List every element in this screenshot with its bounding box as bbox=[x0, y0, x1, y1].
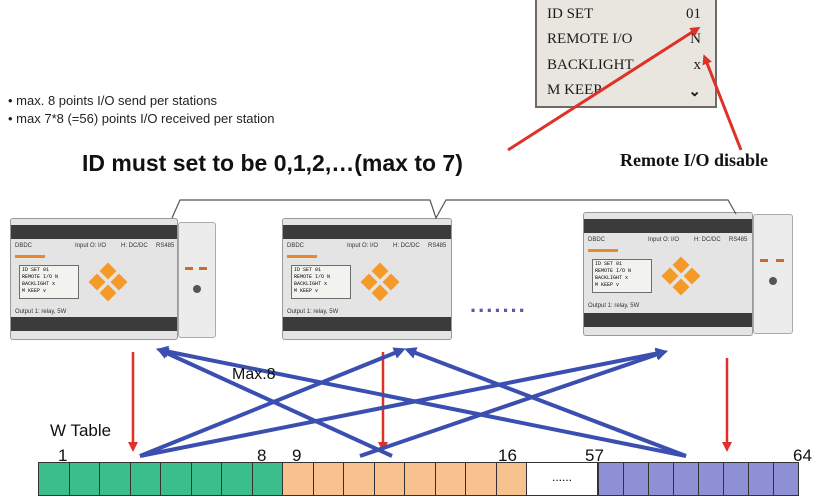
w-cell-station-2 bbox=[313, 462, 345, 496]
w-cell-gap: ...... bbox=[526, 462, 598, 496]
w-cell-station-2 bbox=[465, 462, 497, 496]
w-cell-station-1 bbox=[160, 462, 192, 496]
w-cell-station-8 bbox=[723, 462, 749, 496]
w-cell-station-2 bbox=[435, 462, 467, 496]
w-cell-station-8 bbox=[698, 462, 724, 496]
w-cell-station-2 bbox=[374, 462, 406, 496]
w-cell-station-1 bbox=[191, 462, 223, 496]
max-8-label: Max.8 bbox=[232, 366, 276, 384]
w-cell-station-8 bbox=[748, 462, 774, 496]
w-cell-station-8 bbox=[648, 462, 674, 496]
w-cell-station-8 bbox=[773, 462, 799, 496]
w-cell-station-1 bbox=[221, 462, 253, 496]
w-cell-station-2 bbox=[404, 462, 436, 496]
network-link-line bbox=[172, 200, 736, 218]
receive-arrow bbox=[408, 350, 686, 456]
w-cell-station-8 bbox=[623, 462, 649, 496]
w-cell-station-2 bbox=[496, 462, 528, 496]
w-table-label: W Table bbox=[50, 421, 111, 441]
remote-io-pointer-arrow bbox=[705, 58, 741, 150]
w-cell-station-1 bbox=[38, 462, 70, 496]
w-cell-station-1 bbox=[99, 462, 131, 496]
id-set-pointer-arrow bbox=[508, 29, 697, 150]
w-cell-station-1 bbox=[252, 462, 284, 496]
w-table: ...... bbox=[38, 462, 798, 496]
w-cell-station-2 bbox=[282, 462, 314, 496]
w-cell-station-1 bbox=[69, 462, 101, 496]
w-cell-station-8 bbox=[598, 462, 624, 496]
w-cell-station-2 bbox=[343, 462, 375, 496]
w-cell-station-1 bbox=[130, 462, 162, 496]
w-cell-station-8 bbox=[673, 462, 699, 496]
